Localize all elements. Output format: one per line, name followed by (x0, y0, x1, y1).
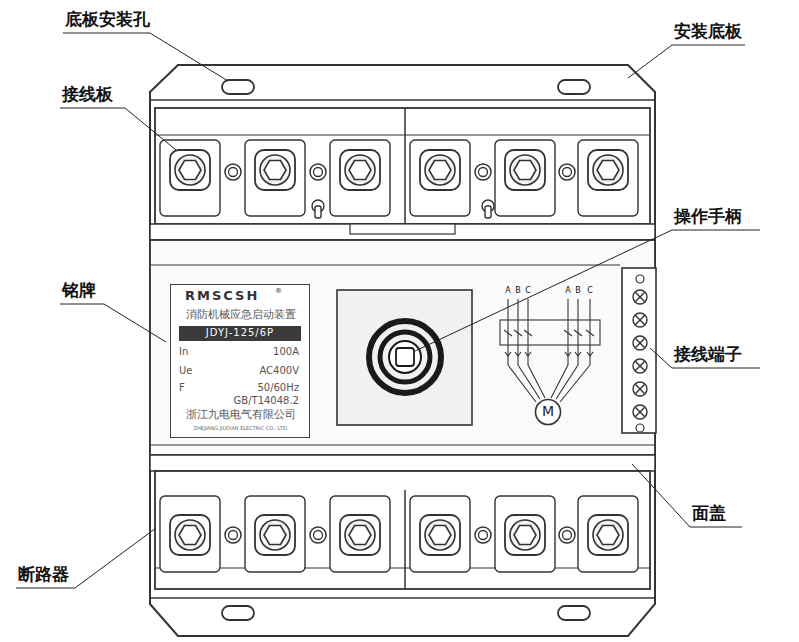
mounting-plate (150, 65, 655, 636)
handle-ring (380, 332, 430, 382)
registered-mark: ® (275, 287, 282, 295)
terminal-cavities (160, 140, 638, 216)
terminals (170, 150, 628, 190)
small-screws (225, 164, 575, 180)
standard-number: GB/T14048.2 (234, 395, 299, 407)
mounting-hole (222, 606, 254, 620)
cover-line (150, 264, 620, 265)
handle-socket (396, 348, 414, 366)
strip-hole (636, 424, 644, 432)
strip-screws (633, 290, 647, 419)
callout-label: 面盖 (692, 503, 726, 523)
block-divider (404, 490, 406, 589)
phase-label: B (575, 286, 581, 296)
callout-label: 底板安装孔 (65, 9, 150, 29)
model-number: JDYJ-125/6P (206, 327, 274, 339)
face-cover (150, 240, 655, 455)
mounting-hole (558, 80, 590, 94)
plate-edge (150, 597, 655, 599)
upper-band (150, 224, 655, 240)
phase-label: A (505, 286, 510, 296)
small-screws (225, 527, 575, 543)
handle-ring (369, 321, 441, 393)
upper-tab (350, 224, 455, 234)
model-band: JDYJ-125/6P (179, 326, 301, 341)
block-rail (155, 134, 650, 135)
company-name: 浙江九电电气有限公司 (186, 409, 296, 422)
breaker-block (155, 471, 650, 589)
rating-key: In (179, 346, 188, 358)
terminal-strip (622, 268, 656, 433)
motor-symbol: M (534, 398, 562, 426)
company-name-en: ZHEJIANG JIUDIAN ELECTRIC CO., LTD. (194, 426, 289, 432)
rating-key: Ue (179, 365, 192, 377)
mounting-hole (222, 80, 254, 94)
nameplate: RMSCSH ® 消防机械应急启动装置 In 100A Ue AC400V F 50/60HzG… (170, 284, 310, 438)
rating-value: AC400V (259, 365, 299, 377)
callout-label: 接线板 (62, 84, 113, 104)
rating-value: 100A (273, 346, 299, 358)
block-rail (155, 567, 650, 568)
terminal-cavities (160, 496, 638, 572)
terminal-block (155, 108, 650, 224)
rating-key: F (179, 382, 185, 394)
motor-outline (536, 400, 561, 425)
keyholes (312, 200, 494, 218)
handle-ring (389, 341, 421, 373)
phase-label: A (565, 286, 570, 296)
mounting-hole (558, 606, 590, 620)
leader-lines (16, 33, 760, 588)
cover-line (150, 444, 655, 445)
block-divider (404, 108, 406, 224)
rating-value: 50/60Hz (257, 382, 299, 394)
lower-band (150, 455, 655, 471)
callout-label: 断路器 (18, 564, 69, 584)
callout-label: 铭牌 (62, 280, 96, 300)
plate-edge (150, 99, 655, 101)
brand-logo: RMSCSH (185, 289, 259, 304)
handle-panel (337, 290, 472, 425)
phase-label: B (515, 286, 521, 296)
phase-label: C (587, 286, 593, 296)
motor-letter: M (542, 403, 554, 419)
callout-label: 操作手柄 (674, 206, 742, 226)
terminals (170, 515, 628, 555)
callout-label: 接线端子 (674, 344, 742, 364)
switch-schematic (500, 299, 600, 402)
callout-label: 安装底板 (674, 21, 742, 41)
strip-hole (636, 275, 644, 283)
product-name: 消防机械应急启动装置 (186, 308, 296, 320)
phase-label: C (525, 286, 531, 296)
